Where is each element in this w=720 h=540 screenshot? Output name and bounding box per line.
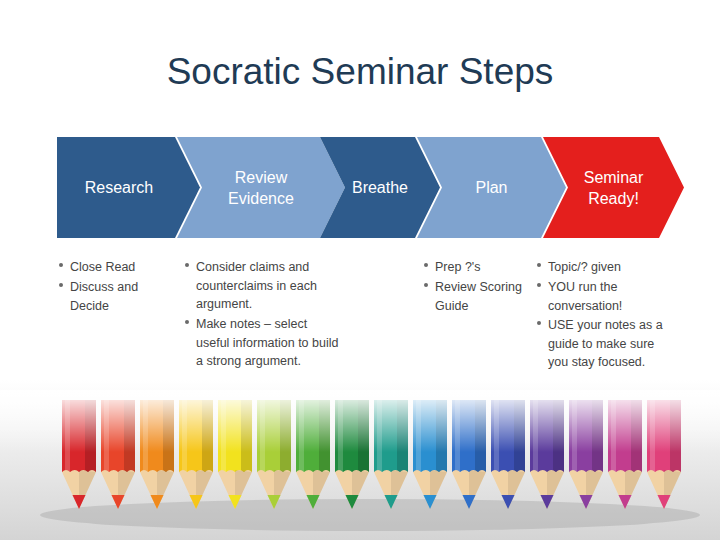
bullet-dot [537,321,541,325]
pencil-fade [0,390,720,452]
bullet-text: Review Scoring Guide [435,280,522,313]
step-chevron: Plan [417,137,566,238]
bullet-item: Review Scoring Guide [422,277,534,314]
bullet-item: USE your notes as a guide to make sure y… [535,315,665,371]
step-title: Plan [475,177,507,198]
chevron-outline [320,137,440,238]
floor-shade [0,380,720,540]
bullet-text: Close Read [70,260,135,274]
bullet-item: Consider claims and counterclaims in eac… [183,257,341,313]
chevron-outline [177,137,345,238]
bullet-dot [59,263,63,267]
chevron-shape [177,137,345,238]
bullet-text: Discuss and Decide [70,280,138,313]
chevron-outline [543,137,684,238]
step-title: Research [85,177,153,198]
chevron-shape [543,137,684,238]
bullet-item: Make notes – select useful information t… [183,314,341,370]
bullet-item: Discuss and Decide [57,277,177,314]
bullet-dot [537,263,541,267]
bullet-item: Prep ?'s [422,257,534,276]
diagram-title: Socratic Seminar Steps [0,50,720,94]
bullet-item: Close Read [57,257,177,276]
bullet-item: YOU run the conversation! [535,277,665,314]
bullet-dot [185,263,189,267]
chevron-outline [57,137,200,238]
step-chevron: Review Evidence [177,137,345,238]
step-chevron: Seminar Ready! [543,137,684,238]
step-chevron: Breathe [320,137,440,238]
step-title: Seminar Ready! [572,167,655,209]
step-chevron: Research [57,137,200,238]
bullet-dot [424,263,428,267]
step-title: Breathe [352,177,408,198]
bullet-dot [59,283,63,287]
bullet-dot [424,283,428,287]
bullet-text: Topic/? given [548,260,621,274]
chevron-outline [417,137,566,238]
bullet-text: USE your notes as a guide to make sure y… [548,318,663,369]
bullet-dot [185,320,189,324]
pencil-shadow [40,499,700,531]
bullet-dot [537,283,541,287]
bullet-text: YOU run the conversation! [548,280,622,313]
step-title: Review Evidence [206,167,316,209]
bullet-text: Prep ?'s [435,260,480,274]
bullet-item: Topic/? given [535,257,665,276]
bullet-text: Make notes – select useful information t… [196,317,338,368]
bullet-text: Consider claims and counterclaims in eac… [196,260,317,311]
